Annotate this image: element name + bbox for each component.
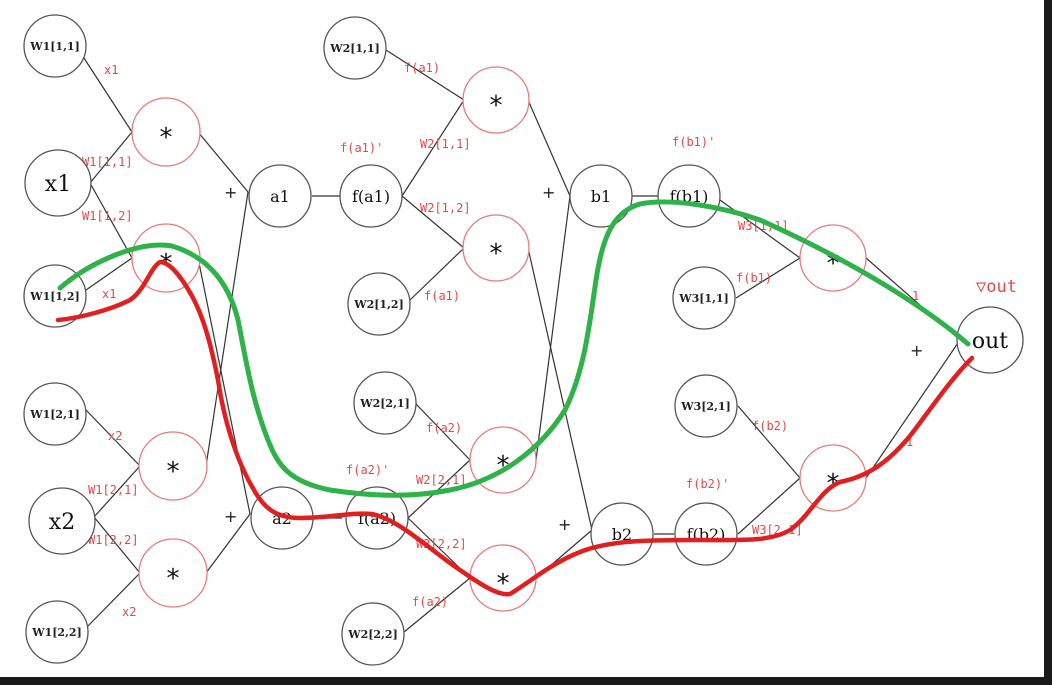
svg-text:f(a1): f(a1)	[352, 187, 390, 206]
node-w3-11: W3[1,1]	[672, 266, 736, 330]
node-f-b2: f(b2)	[674, 502, 738, 566]
edge-label: W3[2,1]	[752, 523, 803, 537]
red-backprop-path	[55, 259, 975, 597]
node-w2-22: W2[2,2]	[341, 602, 405, 666]
node-f-a2: f(a2)	[345, 486, 409, 550]
edge-label: 1	[912, 289, 919, 303]
edge-label: f(b1)	[736, 271, 772, 285]
edge-label: f(b2)'	[686, 477, 729, 491]
node-b1: b1	[569, 164, 633, 228]
plus-sign: +	[558, 515, 571, 534]
node-mul-1: *	[131, 97, 201, 167]
edge-label: x1	[102, 287, 116, 301]
node-f-b1: f(b1)	[657, 164, 721, 228]
node-w2-12: W2[1,2]	[347, 272, 411, 336]
edge-label: W2[1,2]	[420, 201, 471, 215]
node-mul-8: *	[469, 544, 537, 612]
edge-labels: x1 W1[1,1] W1[1,2] x1 x2 W1[2,1] W1[2,2]…	[82, 61, 1017, 619]
node-b2: b2	[590, 502, 654, 566]
svg-text:W2[2,2]: W2[2,2]	[347, 628, 398, 641]
edge-label: W2[1,1]	[420, 137, 471, 151]
edge-label: f(b2)	[752, 419, 788, 433]
svg-text:W1[1,2]: W1[1,2]	[29, 290, 80, 303]
svg-text:x1: x1	[45, 172, 71, 197]
node-w1-22: W1[2,2]	[25, 600, 89, 664]
svg-text:W2[1,1]: W2[1,1]	[329, 42, 380, 55]
svg-text:out: out	[972, 329, 1008, 354]
svg-text:W2[1,2]: W2[1,2]	[353, 298, 404, 311]
node-mul-10: *	[799, 444, 867, 512]
svg-text:x2: x2	[49, 510, 75, 535]
svg-text:W1[1,1]: W1[1,1]	[29, 40, 80, 53]
svg-text:W1[2,1]: W1[2,1]	[29, 408, 80, 421]
svg-text:a1: a1	[270, 187, 290, 206]
node-w2-21: W2[2,1]	[353, 371, 417, 435]
svg-text:*: *	[490, 91, 503, 121]
edge-label: f(a2)'	[346, 463, 389, 477]
svg-text:*: *	[160, 123, 173, 153]
node-mul-2: *	[131, 223, 201, 293]
svg-text:b2: b2	[612, 525, 632, 544]
edge-label: W1[2,1]	[88, 483, 139, 497]
edge-label: x2	[122, 605, 136, 619]
node-w2-11: W2[1,1]	[323, 16, 387, 80]
sum-operators: + + + + +	[224, 183, 923, 534]
edge-label: 1	[906, 435, 913, 449]
green-backprop-path	[57, 199, 971, 498]
svg-text:W1[2,2]: W1[2,2]	[31, 626, 82, 639]
node-x2: x2	[28, 487, 96, 555]
edge-label: f(a1)'	[340, 141, 383, 155]
graph-edges	[81, 49, 961, 633]
node-mul-6: *	[462, 214, 530, 282]
node-f-a1: f(a1)	[339, 164, 403, 228]
plus-sign: +	[224, 183, 237, 202]
edge-label: W1[1,2]	[82, 209, 133, 223]
plus-sign: +	[224, 507, 237, 526]
svg-text:*: *	[167, 564, 180, 594]
edge-label: f(b1)'	[672, 135, 715, 149]
edge-label: f(a1)	[404, 61, 440, 75]
node-w3-21: W3[2,1]	[674, 374, 738, 438]
edge-label: f(a2)	[426, 421, 462, 435]
svg-text:*: *	[490, 239, 503, 269]
svg-text:W3[1,1]: W3[1,1]	[678, 292, 729, 305]
edge-label: x1	[104, 63, 118, 77]
edge-label: x2	[108, 429, 122, 443]
svg-text:*: *	[167, 457, 180, 487]
svg-text:W2[2,1]: W2[2,1]	[359, 397, 410, 410]
node-w1-11: W1[1,1]	[23, 14, 87, 78]
node-w1-21: W1[2,1]	[23, 382, 87, 446]
node-a1: a1	[248, 164, 312, 228]
node-x1: x1	[24, 149, 92, 217]
plus-sign: +	[542, 183, 555, 202]
gradient-out-label: ▽out	[976, 277, 1017, 297]
edge-label: f(a1)	[424, 289, 460, 303]
svg-text:W3[2,1]: W3[2,1]	[680, 400, 731, 413]
plus-sign: +	[910, 341, 923, 360]
edge-label: W2[2,1]	[416, 473, 467, 487]
edge-label: W1[2,2]	[88, 533, 139, 547]
edge-label: W1[1,1]	[82, 155, 133, 169]
node-mul-5: *	[462, 66, 530, 134]
edge-label: f(a2)	[412, 595, 448, 609]
node-mul-4: *	[138, 538, 208, 608]
node-mul-3: *	[138, 431, 208, 501]
svg-text:b1: b1	[591, 187, 611, 206]
